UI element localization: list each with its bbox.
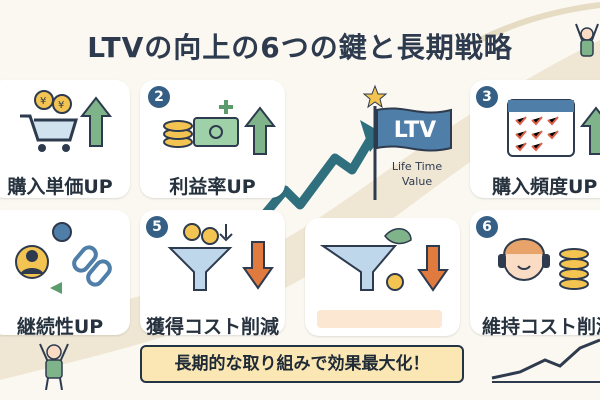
shopping-cart-icon: ¥ ¥: [20, 90, 113, 152]
card-maintenance-cost: 6 維持コスト削減: [470, 210, 600, 338]
funnel-icon: [167, 223, 274, 291]
flag-icon: [362, 84, 452, 200]
funnel-leaf-icon: [319, 228, 449, 292]
growth-arrow: [245, 135, 375, 237]
calendar-icon: [507, 99, 600, 157]
card-label: 獲得コスト削減: [145, 316, 279, 338]
support-agent-icon: [498, 238, 589, 290]
card-label: 購入頻度UP: [492, 176, 598, 198]
card-purchase-price: 1 ¥ ¥ 購入単価UP: [0, 80, 130, 198]
card-label: 購入単価UP: [7, 176, 113, 198]
card-acquisition-cost: 5 獲得コスト削減: [140, 210, 285, 338]
card-label: 維持コスト削減: [482, 316, 600, 338]
bottom-banner: 長期的な取り組みで効果最大化！: [140, 345, 464, 383]
svg-text:¥: ¥: [40, 96, 46, 107]
card-retention: 継続性UP: [0, 210, 130, 338]
card-cost-illustration: [305, 218, 460, 336]
card-number: 3: [476, 86, 498, 108]
money-stack-icon: [163, 100, 276, 155]
card-number: 2: [148, 86, 170, 108]
card-label: 利益率UP: [169, 176, 256, 198]
gears-chain-icon: [15, 222, 112, 294]
card-profit-margin: 2 利益率UP: [140, 80, 285, 198]
ltv-flag: LTV Life Time Value: [355, 82, 455, 202]
ltv-flag-label: LTV: [393, 118, 437, 143]
ltv-caption-line2: Value: [401, 175, 433, 188]
ltv-caption-line1: Life Time: [391, 160, 443, 173]
card-number: 6: [476, 216, 498, 238]
blank-label-area: [317, 310, 442, 328]
card-purchase-frequency: 3 購入頻度UP: [470, 80, 600, 198]
card-number: 5: [146, 216, 168, 238]
page-title: LTVの向上の6つの鍵と長期戦略: [87, 31, 513, 64]
card-label: 継続性UP: [16, 316, 104, 338]
svg-text:¥: ¥: [58, 100, 64, 111]
cheering-person-icon: [39, 343, 69, 390]
cheering-person-top-icon: [575, 23, 599, 57]
